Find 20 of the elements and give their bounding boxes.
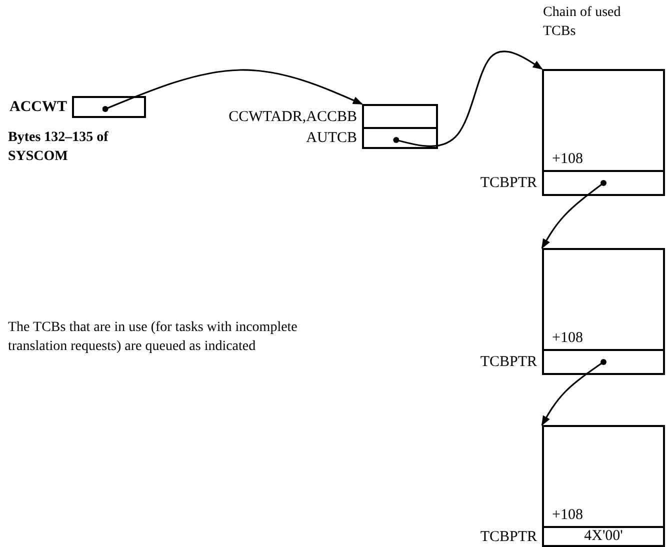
field-name: TCBPTR — [480, 174, 537, 192]
field-name: TCBPTR — [480, 528, 537, 546]
control-block — [542, 69, 665, 172]
offset-label: +108 — [552, 507, 583, 524]
field-name: ACCWT — [9, 98, 67, 116]
control-block — [542, 248, 665, 351]
field-name: AUTCB — [306, 129, 357, 147]
offset-label: +108 — [552, 151, 583, 168]
field-name: TCBPTR — [480, 353, 537, 371]
pointer-arrow — [541, 359, 606, 426]
pointer-arrow — [541, 180, 606, 249]
control-block — [542, 425, 665, 528]
offset-label: +108 — [552, 330, 583, 347]
note-text: Chain of used TCBs — [543, 4, 622, 41]
field-caption: Bytes 132–135 of SYSCOM — [8, 129, 110, 166]
pointer-arrow — [393, 50, 543, 147]
field-name: CCWTADR,ACCBB — [228, 108, 357, 126]
pointer-arrow — [102, 69, 363, 112]
value-field: 4X'00' — [542, 526, 665, 547]
note-text: The TCBs that are in use (for tasks with incomplete translation requests) are queued as indicated — [8, 319, 298, 356]
